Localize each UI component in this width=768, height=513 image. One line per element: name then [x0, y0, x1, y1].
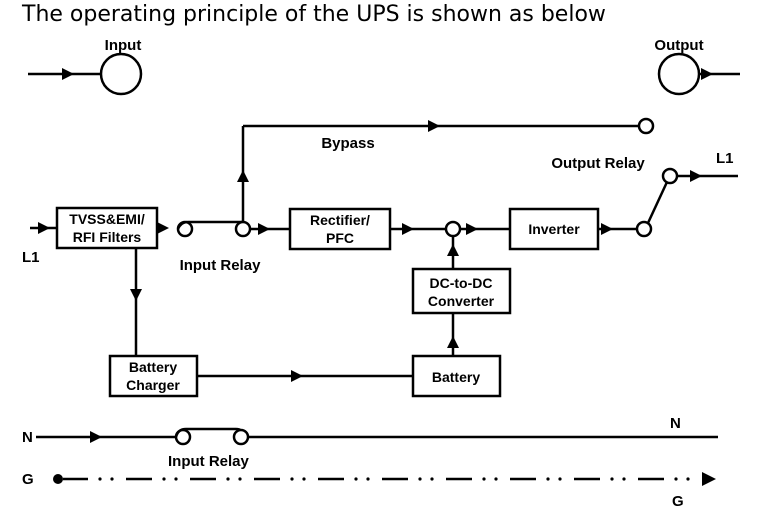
input-relay-top-label: Input Relay: [180, 257, 262, 274]
ground-dot: [110, 477, 114, 481]
output-label: Output: [654, 37, 703, 54]
l1-output-arrow: [690, 170, 702, 182]
rectifier-label-line1: Rectifier/: [310, 212, 370, 228]
battery-label: Battery: [432, 369, 480, 385]
ground-dot: [674, 477, 678, 481]
tvss-label-line1: TVSS&EMI/: [69, 211, 145, 227]
input-relay-bottom-label: Input Relay: [168, 453, 250, 470]
dc-to-dc-converter-block: [411, 267, 512, 315]
ground-dot: [354, 477, 358, 481]
output-relay-switch: [646, 181, 669, 224]
output-relay-node: [661, 167, 679, 185]
ground-dot: [622, 477, 626, 481]
neutral-arrow: [90, 431, 102, 443]
charger-label-line2: Charger: [126, 377, 180, 393]
input-symbol-circle: [99, 52, 143, 96]
to-inverter-arrow: [466, 223, 478, 235]
ground-dot: [366, 477, 370, 481]
output-legend-arrow: [701, 68, 713, 80]
dc-bus-node: [444, 220, 462, 238]
to-charger-arrow: [130, 289, 142, 301]
inverter-label: Inverter: [528, 221, 580, 237]
ground-dot: [546, 477, 550, 481]
ground-dot: [302, 477, 306, 481]
output-relay-label: Output Relay: [551, 155, 645, 172]
dcdc-label-line2: Converter: [428, 293, 495, 309]
bypass-arrow: [428, 120, 440, 132]
n-right-label: N: [670, 415, 681, 432]
page-title: The operating principle of the UPS is sh…: [22, 2, 606, 27]
ground-dot: [558, 477, 562, 481]
ground-dot: [238, 477, 242, 481]
input-relay-contact: [176, 220, 243, 230]
tvss-label-line2: RFI Filters: [73, 229, 142, 245]
dcdc-label-line1: DC-to-DC: [430, 275, 493, 291]
dc-bus-arrow: [402, 223, 414, 235]
bypass-label: Bypass: [321, 135, 374, 152]
rectifier-pfc-block: [288, 207, 392, 251]
input-label: Input: [105, 37, 142, 54]
neutral-relay-node-2: [232, 428, 250, 446]
output-symbol-circle: [657, 52, 701, 96]
ground-dot: [162, 477, 166, 481]
dcdc-to-bus-arrow: [447, 244, 459, 256]
l1-left-label: L1: [22, 249, 40, 266]
ground-dot: [430, 477, 434, 481]
g-right-label: G: [672, 493, 684, 510]
inverter-out-arrow: [601, 223, 613, 235]
l1-right-label: L1: [716, 150, 734, 167]
inverter-block: [508, 207, 600, 251]
rectifier-label-line2: PFC: [326, 230, 354, 246]
n-left-label: N: [22, 429, 33, 446]
ground-start-dot: [53, 474, 63, 484]
tvss-out-arrow: [157, 222, 169, 234]
ground-dot: [226, 477, 230, 481]
ground-dot: [174, 477, 178, 481]
input-legend-arrow: [62, 68, 74, 80]
ground-arrow: [702, 472, 716, 486]
ground-dot: [686, 477, 690, 481]
charger-to-battery-arrow: [291, 370, 303, 382]
battery-to-dcdc-arrow: [447, 336, 459, 348]
bypass-up-arrow: [237, 170, 249, 182]
charger-label-line1: Battery: [129, 359, 177, 375]
ground-dot: [494, 477, 498, 481]
battery-block: [411, 354, 502, 398]
ground-line: [63, 477, 690, 481]
bypass-node: [637, 117, 655, 135]
to-rectifier-arrow: [258, 223, 270, 235]
ground-dot: [98, 477, 102, 481]
g-left-label: G: [22, 471, 34, 488]
ground-dot: [418, 477, 422, 481]
input-relay-node-2: [234, 220, 252, 238]
ground-dot: [610, 477, 614, 481]
l1-input-arrow: [38, 222, 50, 234]
inverter-out-node: [635, 220, 653, 238]
ground-dot: [290, 477, 294, 481]
ground-dot: [482, 477, 486, 481]
tvss-emi-rfi-filters-block: [55, 206, 159, 250]
